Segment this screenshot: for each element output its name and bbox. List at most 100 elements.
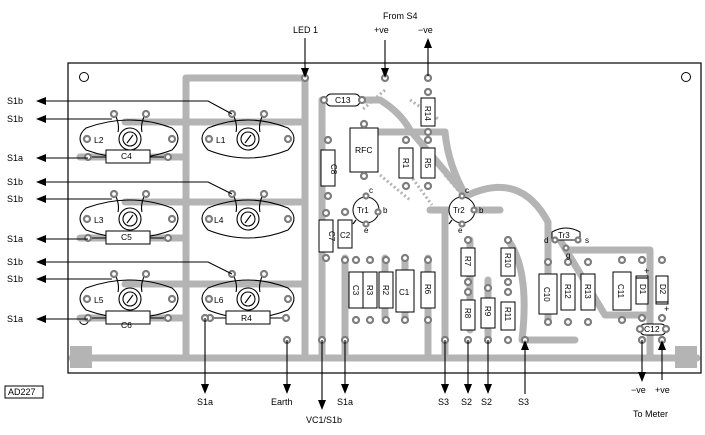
component-label: R4	[241, 313, 252, 323]
switch-label: S1b	[7, 177, 23, 187]
component-label: R11	[503, 307, 512, 322]
capacitor-c3: C3	[348, 255, 364, 325]
component-label: R3	[365, 285, 374, 296]
switch-label: S1b	[7, 257, 23, 267]
pin-label: g	[566, 251, 570, 260]
board-outline	[67, 62, 702, 374]
meter-minus-label: −ve	[631, 385, 646, 395]
component-label: C2	[340, 231, 351, 240]
component-label: R14	[423, 106, 432, 121]
inductor-label: L6	[214, 295, 224, 305]
bottom-label-s3: S3	[518, 397, 529, 407]
bottom-label-earth: Earth	[271, 397, 293, 407]
pin-label: s	[585, 236, 589, 245]
resistor-r3: R3	[362, 255, 378, 325]
bottom-connections	[201, 318, 666, 410]
transistor-tr1: Tr1 c b e	[352, 186, 388, 235]
component-label: C3	[351, 285, 360, 296]
board-id: AD227	[8, 387, 36, 397]
capacitor-c2: C2	[337, 207, 353, 265]
inductor-label: L5	[94, 295, 104, 305]
component-label: C11	[616, 284, 625, 299]
inductor-l4: L4	[201, 189, 295, 239]
pin-label: e	[364, 226, 369, 235]
diode-d1: D1	[635, 255, 649, 323]
resistor-r7: R7	[460, 235, 476, 287]
switch-label: S1b	[7, 96, 23, 106]
component-label: R13	[583, 284, 592, 299]
component-label: C8	[329, 164, 338, 175]
inductor-l5: L5	[79, 269, 179, 319]
inductor-label: L2	[94, 135, 104, 145]
bottom-label-s1a: S1a	[337, 397, 353, 407]
component-label: RFC	[355, 145, 372, 155]
resistor-r2: R2	[378, 255, 394, 325]
component-label: R7	[463, 256, 472, 267]
pin-label: b	[383, 206, 388, 215]
bottom-label-s1a: S1a	[197, 397, 213, 407]
component-label: R12	[563, 284, 572, 299]
component-label: Tr1	[357, 206, 369, 215]
component-label: Tr2	[453, 206, 465, 215]
minus-ve-label: −ve	[418, 25, 433, 35]
resistor-r13: R13	[580, 257, 596, 327]
top-connections	[301, 38, 432, 78]
bottom-label-s2: S2	[481, 397, 492, 407]
capacitor-c8: C8	[320, 135, 338, 201]
switch-label: S1a	[7, 234, 23, 244]
switch-label: S1b	[7, 194, 23, 204]
pin-label: c	[465, 186, 469, 195]
component-label: Tr3	[558, 231, 570, 240]
resistor-r5: R5	[420, 135, 436, 191]
capacitor-c7: C7	[318, 208, 336, 263]
inductor-label: L4	[214, 215, 224, 225]
switch-label: S1a	[7, 314, 23, 324]
pin-label: b	[479, 206, 484, 215]
polarity-plus: +	[644, 266, 649, 276]
component-label: C1	[399, 288, 410, 297]
component-label: R8	[463, 308, 472, 319]
polarity-plus: +	[664, 304, 669, 314]
capacitor-c12: C12	[635, 323, 671, 336]
from-s4-label: From S4	[383, 11, 418, 21]
capacitor-c6: C6	[83, 310, 173, 330]
component-label: C5	[121, 232, 132, 242]
resistor-r1: R1	[398, 135, 414, 191]
transistor-tr2: Tr2 c b e	[448, 186, 484, 235]
mounting-hole	[681, 72, 691, 82]
component-label: R10	[503, 253, 512, 268]
capacitor-c13: C13	[319, 93, 367, 107]
component-label: C10	[542, 287, 551, 302]
pin-label: e	[458, 226, 463, 235]
inductor-l6: L6	[201, 269, 295, 319]
resistor-r14: R14	[420, 87, 436, 137]
resistor-r11: R11	[500, 287, 516, 345]
capacitor-c5: C5	[83, 230, 173, 245]
inductor-l3: L3	[79, 189, 179, 239]
component-label: C7	[327, 231, 336, 242]
component-label: R2	[381, 285, 390, 296]
pin-label: d	[544, 236, 548, 245]
to-meter-label: To Meter	[633, 409, 668, 419]
board-id-box	[4, 385, 44, 399]
component-label: C6	[121, 320, 132, 330]
inductor-label: L3	[94, 215, 104, 225]
led-label: LED 1	[293, 25, 318, 35]
component-label: C4	[121, 151, 132, 161]
component-label: D2	[658, 284, 667, 295]
switch-label: S1b	[7, 114, 23, 124]
plus-ve-label: +ve	[374, 25, 389, 35]
component-label: C12	[644, 324, 660, 334]
capacitor-c10: C10	[538, 257, 558, 327]
meter-plus-label: +ve	[655, 385, 670, 395]
mounting-hole	[79, 72, 89, 82]
component-label: R6	[423, 284, 432, 295]
diode-d2: D2	[655, 255, 669, 323]
resistor-r10: R10	[500, 235, 516, 287]
bottom-label-vc1: VC1/S1b	[306, 415, 342, 425]
pin-label: c	[369, 186, 373, 195]
capacitor-c1: C1	[395, 253, 415, 325]
transistor-tr3: Tr3 d g s	[544, 227, 589, 260]
switch-label: S1a	[7, 153, 23, 163]
left-connections	[36, 97, 233, 323]
